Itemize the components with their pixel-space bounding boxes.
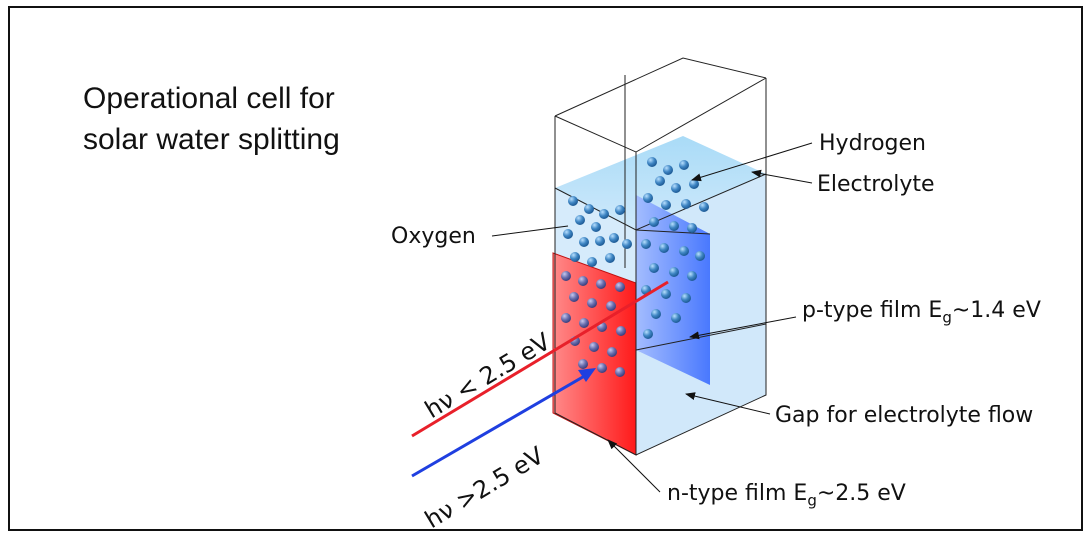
hydrogen-label: Hydrogen <box>819 131 926 156</box>
n-type-film-label: n-type film Eg~2.5 eV <box>667 481 906 509</box>
blue-light-ray <box>411 372 589 478</box>
diagram-title: Operational cell for solar water splitti… <box>83 78 340 160</box>
p-type-film-label: p-type film Eg~1.4 eV <box>802 298 1041 326</box>
hydrogen-bubbles <box>641 157 709 339</box>
p-type-subscript: g <box>942 308 952 327</box>
blue-ray-arrowhead <box>578 368 596 382</box>
oxygen-leader <box>491 225 569 237</box>
n-type-leader <box>607 439 661 493</box>
n-type-subscript: g <box>807 491 817 510</box>
figure-frame <box>8 6 1083 531</box>
electrolyte-leader <box>751 169 813 184</box>
cell-box-outline <box>554 57 767 456</box>
red-light-ray <box>411 280 669 438</box>
title-line-2: solar water splitting <box>83 123 340 156</box>
p-type-leader <box>689 316 797 340</box>
n-type-value: ~2.5 eV <box>816 481 906 506</box>
gap-label: Gap for electrolyte flow <box>775 403 1034 428</box>
gap-leader <box>685 392 771 415</box>
hydrogen-leader <box>691 142 813 182</box>
oxygen-label: Oxygen <box>391 224 476 249</box>
electrolyte-label: Electrolyte <box>817 172 935 197</box>
n-type-text: n-type film E <box>667 481 808 506</box>
p-type-text: p-type film E <box>802 298 943 323</box>
title-line-1: Operational cell for <box>83 82 335 115</box>
n-type-film <box>553 253 636 455</box>
p-type-value: ~1.4 eV <box>951 298 1041 323</box>
